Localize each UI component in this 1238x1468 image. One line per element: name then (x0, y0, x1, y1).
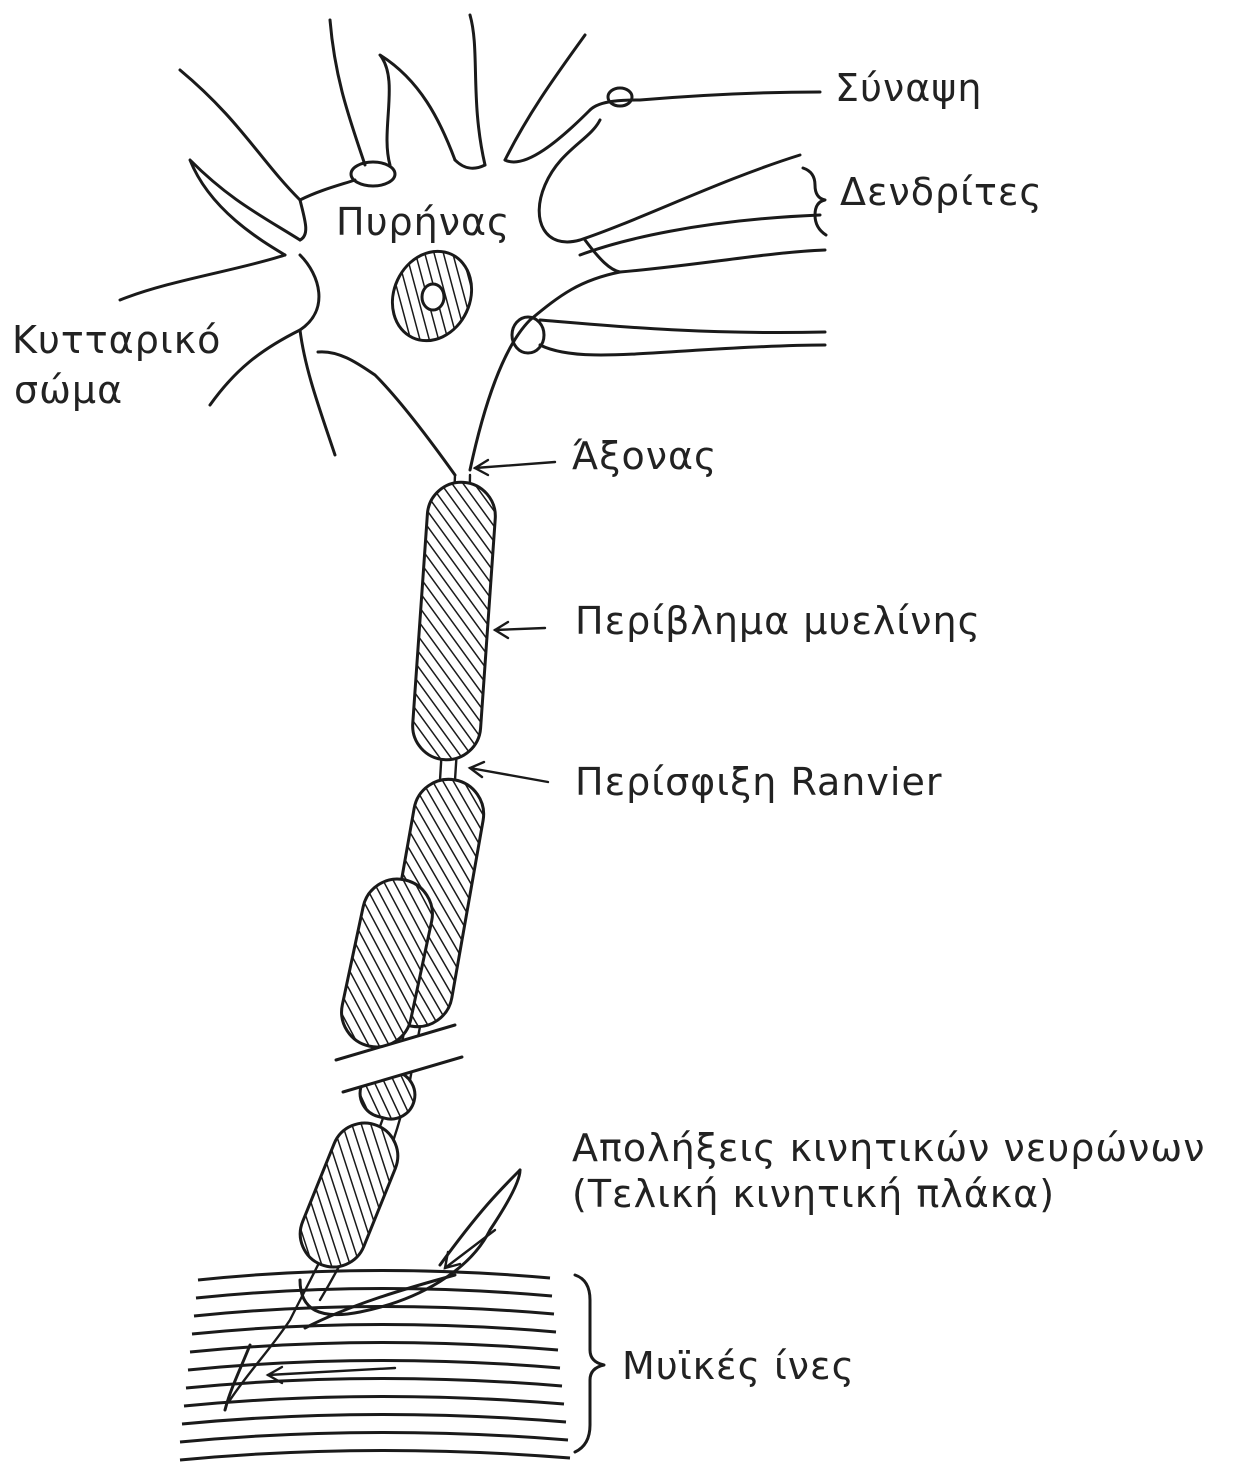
label-muscle-fibers: Μυϊκές ίνες (622, 1342, 855, 1390)
label-nucleus: Πυρήνας (336, 198, 510, 246)
dendrites-brace (803, 168, 826, 235)
label-myelin-sheath: Περίβλημα μυελίνης (575, 597, 981, 645)
label-cell-body-line2: σώμα (14, 366, 123, 414)
nucleus (378, 238, 486, 353)
label-motor-endings-line2: (Τελική κινητική πλάκα) (572, 1170, 1055, 1218)
label-motor-endings-line1: Απολήξεις κινητικών νευρώνων (572, 1124, 1205, 1172)
label-node-of-ranvier: Περίσφιξη Ranvier (575, 758, 942, 806)
muscle-fibers-brace (575, 1275, 604, 1452)
myelin-sheath (290, 480, 497, 1277)
label-synapse: Σύναψη (835, 64, 982, 112)
label-axon: Άξονας (572, 432, 717, 480)
label-cell-body-line1: Κυτταρικό (12, 316, 221, 364)
label-dendrites: Δενδρίτες (840, 168, 1043, 216)
